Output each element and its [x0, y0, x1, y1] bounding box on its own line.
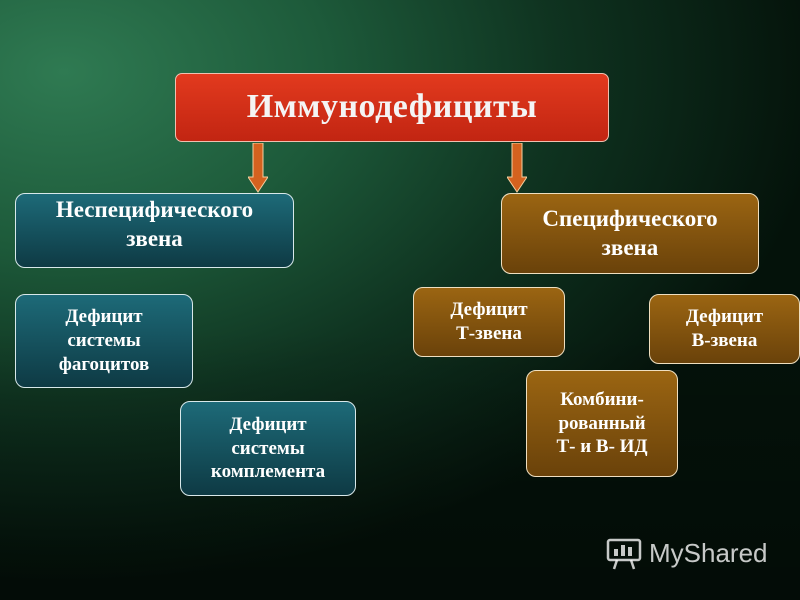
combined-deficiency-label: Комбини- рованный Т- и В- ИД: [556, 388, 648, 458]
specific-branch-label: Специфического звена: [542, 205, 718, 260]
b-cell-deficiency-label: Дефицит В-звена: [685, 306, 764, 351]
specific-branch-box: Специфического звена: [501, 193, 759, 274]
presentation-board-icon: [606, 538, 642, 570]
down-arrow-icon: [507, 143, 527, 193]
phagocyte-deficiency-label: Дефицит системы фагоцитов: [58, 306, 150, 375]
b-cell-deficiency-box: Дефицит В-звена: [649, 294, 800, 364]
phagocyte-deficiency-box: Дефицит системы фагоцитов: [15, 294, 193, 388]
complement-deficiency-label: Дефицит системы комплемента: [210, 413, 326, 483]
watermark: MyShared: [605, 534, 768, 572]
combined-deficiency-box: Комбини- рованный Т- и В- ИД: [526, 370, 678, 477]
t-cell-deficiency-box: Дефицит Т-звена: [413, 287, 565, 357]
down-arrow-icon: [248, 143, 268, 193]
nonspecific-branch-box: Неспецифического звена: [15, 193, 294, 268]
complement-deficiency-box: Дефицит системы комплемента: [180, 401, 356, 496]
nonspecific-branch-label: Неспецифического звена: [55, 196, 254, 251]
t-cell-deficiency-label: Дефицит Т-звена: [450, 299, 528, 344]
diagram-title: Иммунодефициты: [246, 88, 538, 126]
watermark-text: MyShared: [649, 537, 768, 568]
diagram-title-box: Иммунодефициты: [175, 73, 609, 142]
